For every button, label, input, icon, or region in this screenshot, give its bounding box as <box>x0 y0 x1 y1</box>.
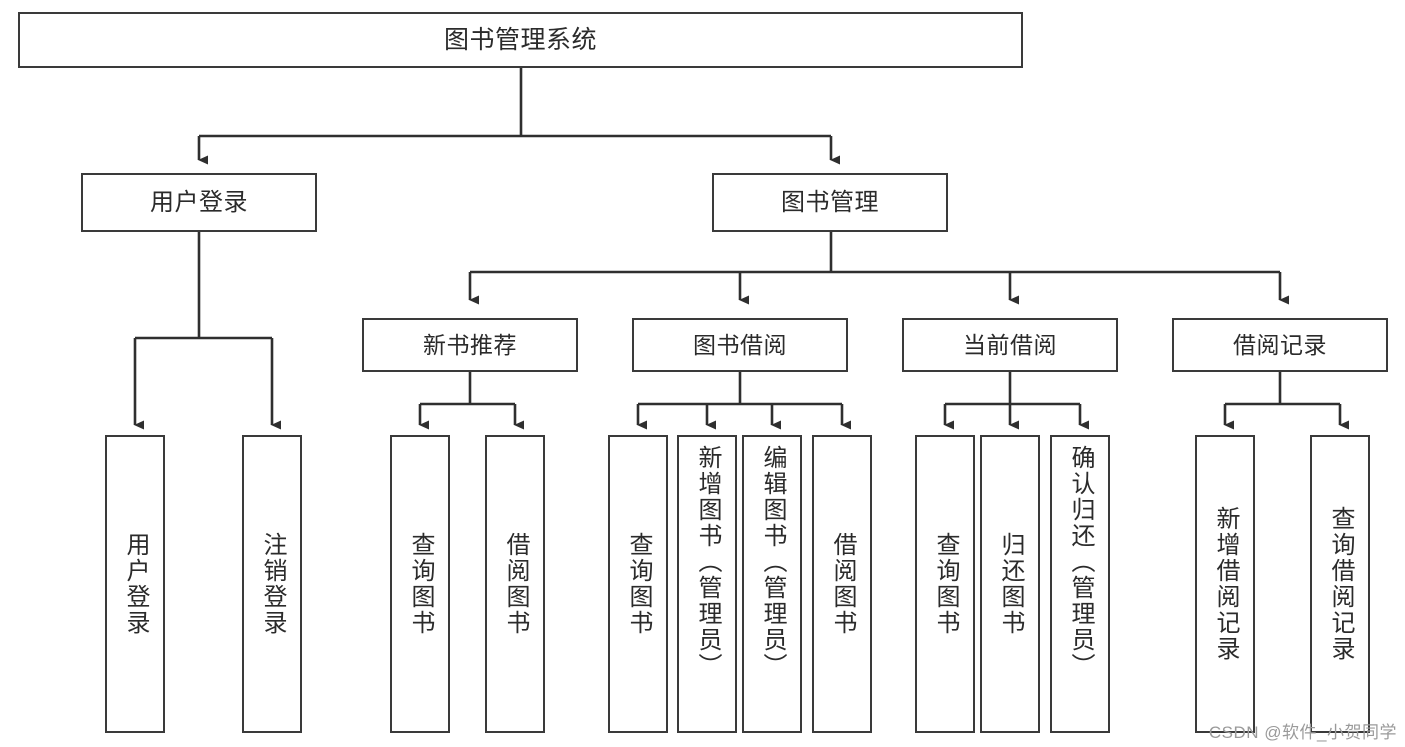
node-label: 借阅图书 <box>502 532 529 636</box>
node-label: 注销登录 <box>259 532 286 636</box>
node-label: 查询借阅记录 <box>1327 506 1354 662</box>
node-label: 新增图书（管理员） <box>694 445 721 679</box>
node-leaf-query-book-3[interactable]: 查询图书 <box>915 435 975 733</box>
node-label: 图书管理系统 <box>443 25 597 54</box>
node-label: 借阅图书 <box>829 532 856 636</box>
connector-book-management-to-level3 <box>468 232 1289 305</box>
connector-user-login-to-leaves <box>133 232 281 430</box>
node-label: 用户登录 <box>122 532 149 636</box>
connector-root-to-level2 <box>197 68 840 165</box>
node-label: 图书管理 <box>781 188 879 216</box>
connector-current-borrow-to-leaves <box>943 372 1089 430</box>
node-current-borrow[interactable]: 当前借阅 <box>902 318 1118 372</box>
node-label: 借阅记录 <box>1233 331 1327 358</box>
connector-new-book-recommend-to-leaves <box>418 372 524 430</box>
node-label: 新书推荐 <box>423 331 517 358</box>
node-label: 查询图书 <box>932 532 959 636</box>
node-leaf-query-book-1[interactable]: 查询图书 <box>390 435 450 733</box>
connector-borrow-record-to-leaves <box>1223 372 1349 430</box>
node-label: 编辑图书（管理员） <box>759 445 786 679</box>
node-leaf-logout[interactable]: 注销登录 <box>242 435 302 733</box>
node-leaf-return-book[interactable]: 归还图书 <box>980 435 1040 733</box>
node-label: 新增借阅记录 <box>1212 506 1239 662</box>
node-label: 归还图书 <box>997 532 1024 636</box>
node-label: 图书借阅 <box>693 331 787 358</box>
node-leaf-add-book[interactable]: 新增图书（管理员） <box>677 435 737 733</box>
node-leaf-user-login[interactable]: 用户登录 <box>105 435 165 733</box>
node-label: 查询图书 <box>407 532 434 636</box>
node-leaf-borrow-book-2[interactable]: 借阅图书 <box>812 435 872 733</box>
node-new-book-recommend[interactable]: 新书推荐 <box>362 318 578 372</box>
node-leaf-add-record[interactable]: 新增借阅记录 <box>1195 435 1255 733</box>
node-label: 确认归还（管理员） <box>1067 445 1094 679</box>
node-book-borrow[interactable]: 图书借阅 <box>632 318 848 372</box>
node-label: 查询图书 <box>625 532 652 636</box>
node-leaf-confirm-return[interactable]: 确认归还（管理员） <box>1050 435 1110 733</box>
node-label: 用户登录 <box>150 188 248 216</box>
node-user-login[interactable]: 用户登录 <box>81 173 317 232</box>
node-leaf-query-record[interactable]: 查询借阅记录 <box>1310 435 1370 733</box>
connector-book-borrow-to-leaves <box>636 372 851 430</box>
node-borrow-record[interactable]: 借阅记录 <box>1172 318 1388 372</box>
node-root-system[interactable]: 图书管理系统 <box>18 12 1023 68</box>
node-leaf-query-book-2[interactable]: 查询图书 <box>608 435 668 733</box>
csdn-watermark: CSDN @软件_小贺同学 <box>1208 723 1397 742</box>
node-book-management[interactable]: 图书管理 <box>712 173 948 232</box>
node-leaf-borrow-book-1[interactable]: 借阅图书 <box>485 435 545 733</box>
node-label: 当前借阅 <box>963 331 1057 358</box>
node-leaf-edit-book[interactable]: 编辑图书（管理员） <box>742 435 802 733</box>
